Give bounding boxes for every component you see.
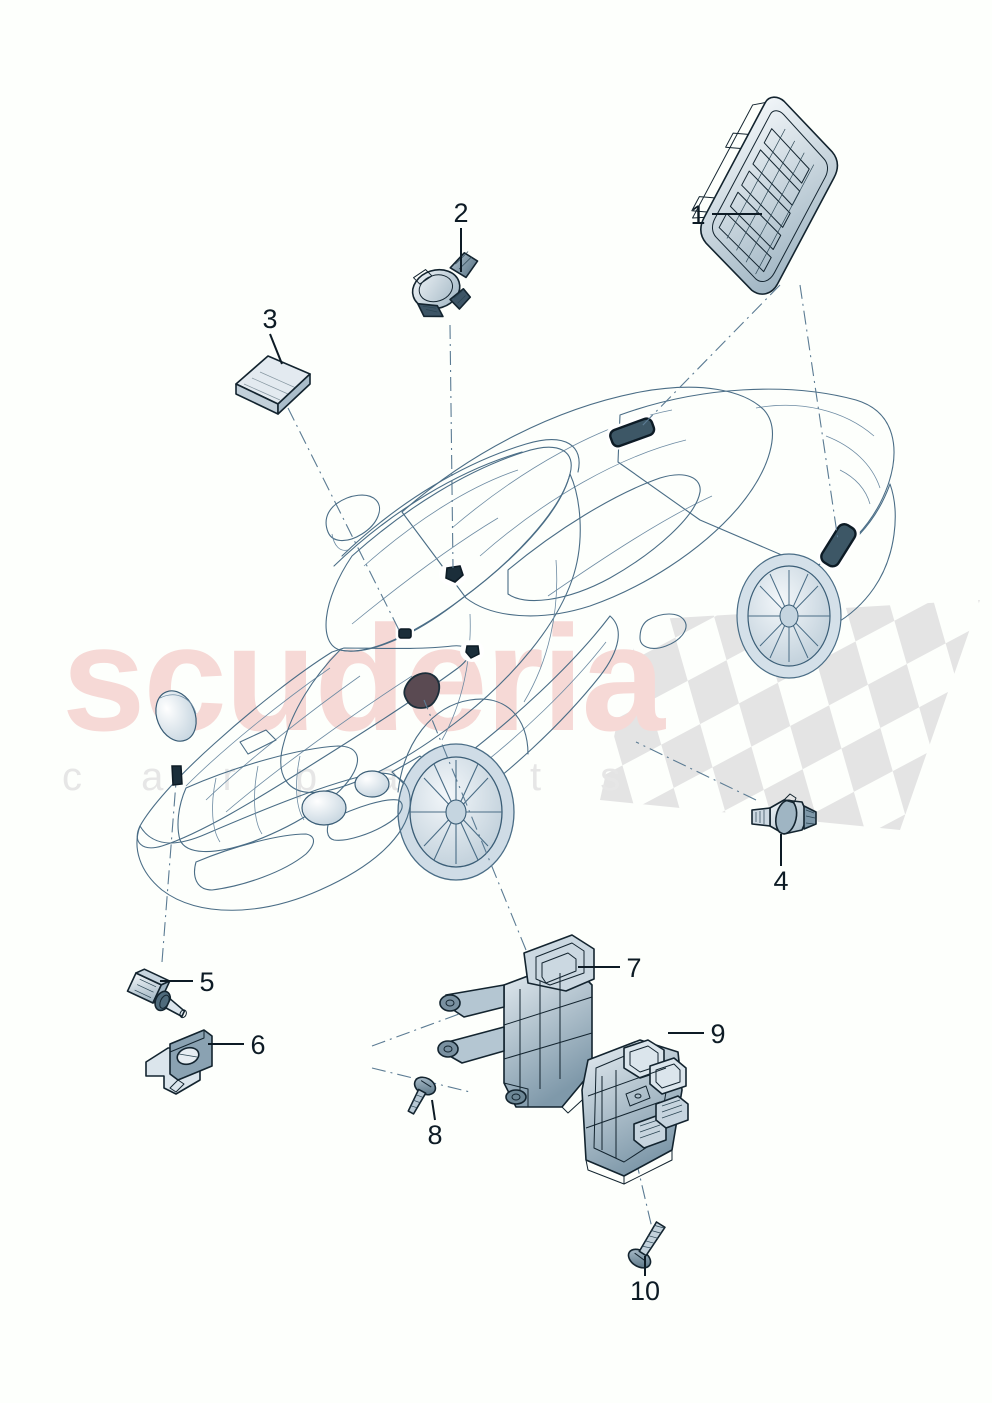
callout-8-number: 8 — [427, 1120, 442, 1150]
front-wheel — [397, 743, 515, 881]
watermark-sub: c a r p a r t s — [62, 755, 644, 799]
callout-6[interactable]: 6 — [208, 1030, 266, 1060]
callout-4[interactable]: 4 — [773, 834, 789, 896]
part-4-pressure-sensor — [751, 793, 817, 835]
callout-3-number: 3 — [262, 304, 277, 334]
part-3-sensor-cover-pad — [235, 355, 311, 415]
watermark-main: scuderia — [62, 594, 667, 762]
callout-6-number: 6 — [250, 1030, 265, 1060]
callout-7-number: 7 — [626, 953, 641, 983]
part-2-rain-light-sensor — [411, 251, 479, 318]
part-1-vent-grille — [691, 96, 839, 295]
install-highlights — [171, 414, 860, 786]
callout-2-number: 2 — [453, 198, 468, 228]
callout-10-number: 10 — [630, 1276, 660, 1306]
callout-3[interactable]: 3 — [262, 304, 283, 365]
part-6-mounting-bracket — [145, 1029, 213, 1095]
part-9-control-module — [581, 1039, 689, 1185]
callout-9[interactable]: 9 — [668, 1019, 726, 1049]
callout-1[interactable]: 1 — [690, 200, 762, 230]
callout-1-number: 1 — [690, 200, 705, 230]
callout-10[interactable]: 10 — [630, 1256, 660, 1306]
rear-wheel — [736, 553, 842, 679]
part-8-hex-flange-bolt — [407, 1076, 437, 1115]
callout-9-number: 9 — [710, 1019, 725, 1049]
callout-7[interactable]: 7 — [578, 953, 642, 983]
part-7-carrier-bracket — [437, 934, 595, 1114]
callout-2[interactable]: 2 — [453, 198, 469, 272]
callout-5-number: 5 — [199, 967, 214, 997]
callout-5[interactable]: 5 — [160, 967, 215, 997]
callout-8[interactable]: 8 — [427, 1099, 443, 1150]
callout-4-number: 4 — [773, 866, 788, 896]
